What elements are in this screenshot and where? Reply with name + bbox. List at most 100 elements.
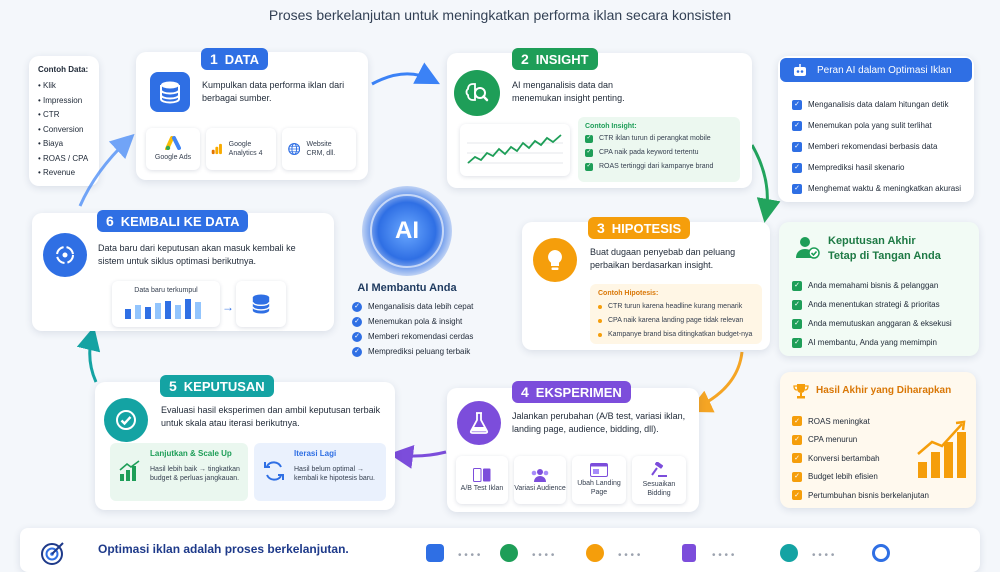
check-icon: ✓ <box>792 99 802 110</box>
hipotesis-example-item: CTR turun karena headline kurang menarik <box>598 302 754 311</box>
insight-example-item: ✓CPA naik pada keyword tertentu <box>585 148 699 157</box>
step-hipotesis-number: 3 <box>597 220 605 236</box>
hasil-akhir-item: ✓Budget lebih efisien <box>792 468 942 487</box>
trophy-icon <box>792 382 810 405</box>
source-google-ads: Google Ads <box>146 128 200 170</box>
bullet-icon <box>598 318 602 323</box>
option-audience: Variasi Audience <box>514 456 566 504</box>
step-eksperimen-number: 4 <box>521 384 529 400</box>
footer-text: Optimasi iklan adalah proses berkelanjut… <box>98 542 349 556</box>
step-eksperimen-desc: Jalankan perubahan (A/B test, variasi ik… <box>512 411 686 434</box>
hasil-akhir-title: Hasil Akhir yang Diharapkan <box>816 385 952 396</box>
bullet-icon <box>598 304 602 309</box>
peran-ai-item: ✓Menemukan pola yang sulit terlihat <box>792 115 970 136</box>
step-data-badge: 1 DATA <box>201 48 268 70</box>
option-landing-page: Ubah Landing Page <box>572 456 626 504</box>
source-ga4: Google Analytics 4 <box>206 128 276 170</box>
dots-icon: • • • • <box>532 550 555 561</box>
insight-examples-title: Contoh Insight: <box>585 123 637 130</box>
google-ads-icon <box>165 136 181 150</box>
refresh-cycle-icon <box>872 544 890 562</box>
hasil-akhir-item: ✓Pertumbuhan bisnis berkelanjutan <box>792 486 942 505</box>
contoh-data-item: • Klik <box>38 81 56 90</box>
keputusan-akhir-item: ✓Anda memahami bisnis & pelanggan <box>792 276 972 295</box>
keputusan-akhir-title-line2: Tetap di Tangan Anda <box>828 250 941 262</box>
check-badge-icon <box>780 544 798 562</box>
peran-ai-item: ✓Menganalisis data dalam hitungan detik <box>792 94 970 115</box>
contoh-data-item: • Revenue <box>38 168 76 177</box>
check-circle-icon: ✓ <box>352 346 362 357</box>
step-hipotesis-label: HIPOTESIS <box>611 220 682 236</box>
step-keputusan-desc: Evaluasi hasil eksperimen dan ambil kepu… <box>161 405 381 428</box>
refresh-cycle-icon <box>43 233 87 277</box>
database-small-icon <box>236 281 286 327</box>
ai-center-item: ✓Memprediksi peluang terbaik <box>352 344 487 359</box>
hasil-akhir-card <box>780 372 976 508</box>
page-subtitle: Proses berkelanjutan untuk meningkatkan … <box>268 7 732 23</box>
ai-brain-icon: AI <box>370 194 444 268</box>
check-icon: ✓ <box>792 299 802 310</box>
iterasi-box: Iterasi Lagi Hasil belum optimal → kemba… <box>254 443 386 501</box>
iterate-icon <box>262 459 286 488</box>
hipotesis-examples-title: Contoh Hipotesis: <box>598 290 659 297</box>
arrow-kembali-data <box>78 133 135 207</box>
database-icon <box>426 544 444 562</box>
keputusan-akhir-list: ✓Anda memahami bisnis & pelanggan ✓Anda … <box>792 276 972 352</box>
hasil-akhir-item: ✓CPA menurun <box>792 431 942 450</box>
ai-center-list: ✓Menganalisis data lebih cepat ✓Menemuka… <box>352 299 487 359</box>
option-ab-test: A/B Test Iklan <box>456 456 508 504</box>
hipotesis-example-item: Kampanye brand bisa ditingkatkan budget-… <box>598 330 754 339</box>
contoh-data-item: • Impression <box>38 95 83 105</box>
insight-examples-box: Contoh Insight: ✓CTR iklan turun di pera… <box>578 117 740 182</box>
keputusan-akhir-item: ✓Anda menentukan strategi & prioritas <box>792 295 972 314</box>
contoh-data-item: • CTR <box>38 110 60 119</box>
peran-ai-title: Peran AI dalam Optimasi Iklan <box>817 64 952 76</box>
landing-page-icon <box>590 463 608 477</box>
lightbulb-icon <box>586 544 604 562</box>
target-icon <box>40 540 66 571</box>
step-data-label: DATA <box>224 51 259 67</box>
contoh-data-title: Contoh Data: <box>38 65 89 74</box>
hasil-akhir-item: ✓ROAS meningkat <box>792 412 942 431</box>
lightbulb-icon <box>533 238 577 282</box>
check-circle-icon: ✓ <box>352 301 362 312</box>
step-kembali-label: KEMBALI KE DATA <box>120 213 240 229</box>
peran-ai-list: ✓Menganalisis data dalam hitungan detik … <box>792 94 970 199</box>
option-label: Variasi Audience <box>514 484 566 492</box>
globe-icon <box>288 142 301 156</box>
check-icon: ✓ <box>585 148 593 157</box>
check-icon: ✓ <box>792 416 802 427</box>
keputusan-akhir-item: ✓Anda memutuskan anggaran & eksekusi <box>792 314 972 333</box>
contoh-data-card: Contoh Data: • Klik • Impression • CTR •… <box>29 56 99 186</box>
check-icon: ✓ <box>792 337 802 348</box>
ab-test-icon <box>473 467 491 482</box>
hasil-akhir-list: ✓ROAS meningkat ✓CPA menurun ✓Konversi b… <box>792 412 942 505</box>
arrow-insight-hipotesis <box>750 144 781 223</box>
brain-icon <box>500 544 518 562</box>
arrow-eksperimen-keputusan <box>389 444 447 469</box>
keputusan-akhir-card <box>779 222 979 356</box>
check-icon: ✓ <box>792 490 802 501</box>
step-insight-badge: 2 INSIGHT <box>512 48 598 70</box>
ai-center-item: ✓Menganalisis data lebih cepat <box>352 299 487 314</box>
step-insight-desc: AI menganalisis data dan menemukan insig… <box>512 80 625 103</box>
lanjutkan-box: Lanjutkan & Scale Up Hasil lebih baik → … <box>110 443 248 501</box>
source-label: Website CRM, dll. <box>306 141 336 157</box>
lanjutkan-desc: Hasil lebih baik → tingkatkan budget & p… <box>150 466 240 482</box>
iterasi-desc: Hasil belum optimal → kembali ke hipotes… <box>294 466 375 482</box>
step-hipotesis-badge: 3 HIPOTESIS <box>588 217 691 239</box>
check-icon: ✓ <box>792 453 802 464</box>
arrow-keputusan-kembali <box>76 326 101 383</box>
step-data-desc: Kumpulkan data performa iklan dari berba… <box>202 80 345 103</box>
check-icon: ✓ <box>585 134 593 143</box>
source-label: Google Ads <box>154 154 192 161</box>
peran-ai-item: ✓Memberi rekomendasi berbasis data <box>792 136 970 157</box>
check-icon: ✓ <box>792 183 802 194</box>
keputusan-akhir-title-line1: Keputusan Akhir <box>828 235 916 247</box>
step-keputusan-label: KEPUTUSAN <box>183 378 265 394</box>
arrow-hipotesis-eksperimen <box>687 351 744 413</box>
iterasi-title: Iterasi Lagi <box>294 449 337 458</box>
option-bidding: Sesuaikan Bidding <box>632 456 686 504</box>
insight-trend-chart <box>460 124 570 176</box>
